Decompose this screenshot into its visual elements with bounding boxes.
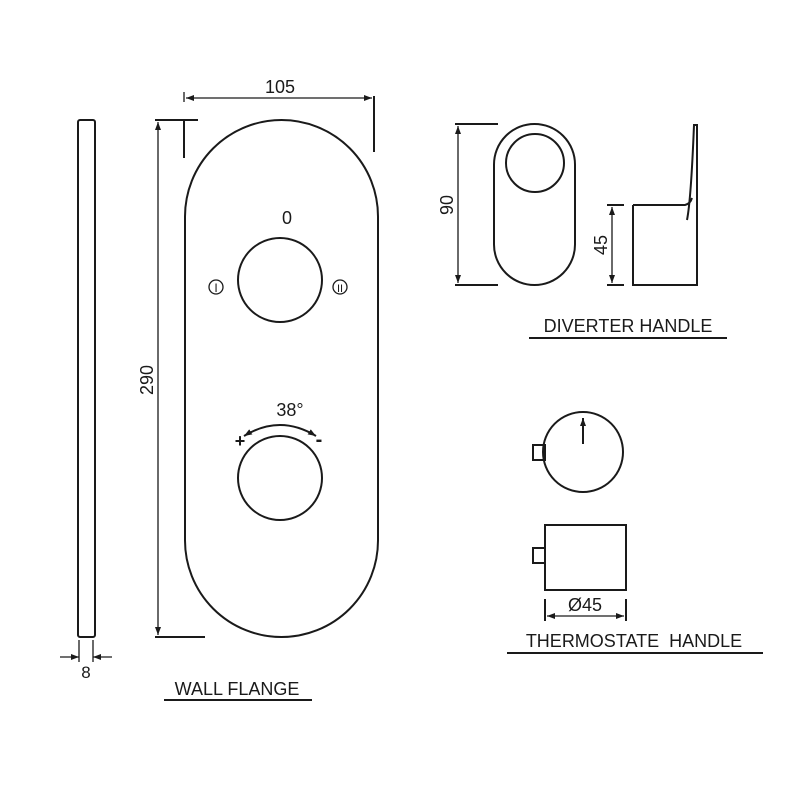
flange-side-profile: 8 [60, 119, 112, 682]
thermostat-diameter-dimension: Ø45 [568, 595, 602, 615]
wall-flange-title: WALL FLANGE [175, 679, 300, 699]
position-one-marker [208, 279, 224, 295]
thickness-dimension: 8 [81, 663, 90, 682]
diverter-knob-outline [237, 237, 323, 323]
diverter-handle-title: DIVERTER HANDLE [544, 316, 713, 336]
thermostat-handle-drawing: Ø45 [532, 411, 627, 621]
thermostat-knob-outline [237, 435, 323, 521]
height-dimension: 290 [137, 365, 157, 395]
plus-sign: + [235, 431, 246, 451]
position-two-label: II [337, 283, 343, 295]
position-one-label: I [214, 281, 217, 295]
wall-flange-front: 105 290 0 I II 38° + - [137, 77, 379, 638]
diverter-height-dimension: 90 [437, 195, 457, 215]
diverter-depth-dimension: 45 [591, 235, 611, 255]
thermostat-handle-title: THERMOSTATE HANDLE [526, 631, 742, 651]
width-dimension: 105 [265, 77, 295, 97]
position-zero-label: 0 [282, 208, 292, 228]
diverter-handle-drawing: 90 45 [437, 123, 698, 286]
position-two-marker [332, 279, 348, 295]
minus-sign: - [316, 429, 323, 451]
rotation-angle-label: 38° [276, 400, 303, 420]
